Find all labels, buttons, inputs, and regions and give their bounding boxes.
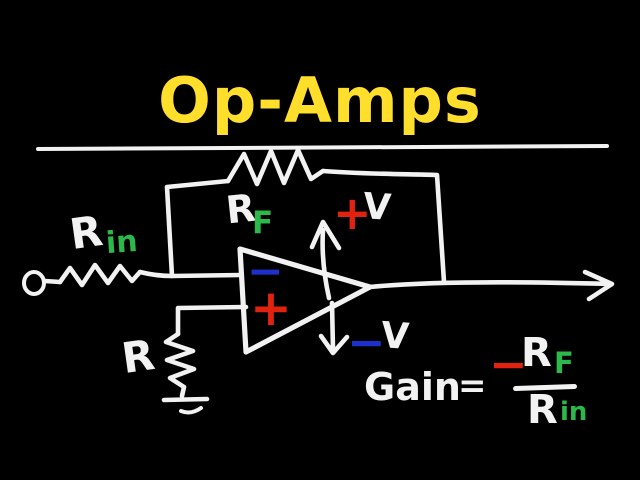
- input-resistor-zigzag: [57, 262, 143, 288]
- ground-resistor-label: R: [118, 329, 158, 384]
- feedback-resistor-subscript: F: [252, 205, 274, 241]
- page-title: Op-Amps: [158, 64, 482, 137]
- gain-formula-denominator: R: [527, 387, 558, 433]
- positive-supply-sign: +: [333, 186, 372, 240]
- gain-formula-negative-sign: −: [489, 337, 528, 391]
- ground-symbol-line: [161, 396, 210, 403]
- input-resistor-label: R: [66, 205, 106, 260]
- opamp-inverting-sign: −: [247, 246, 284, 297]
- negative-supply-letter: V: [379, 315, 411, 358]
- gain-formula-numerator-subscript: F: [554, 346, 574, 380]
- input-wire-right: [137, 269, 244, 279]
- opamp-triangle: [237, 246, 373, 355]
- input-wire-left: [42, 278, 63, 285]
- noninverting-input-wire: [175, 304, 249, 337]
- negative-supply-arrow: [318, 300, 350, 356]
- gain-formula-denominator-subscript: in: [560, 397, 588, 427]
- positive-supply-letter: V: [361, 186, 393, 229]
- output-arrowhead: [582, 269, 615, 302]
- feedback-wire-left: [164, 178, 231, 279]
- ground-symbol-tick: [179, 406, 203, 415]
- opamp-noninverting-sign: +: [250, 279, 292, 337]
- input-resistor-subscript: in: [104, 223, 139, 262]
- ground-resistor-zigzag: [163, 331, 197, 399]
- feedback-resistor-zigzag: [225, 147, 326, 187]
- input-terminal-circle: [22, 270, 46, 296]
- negative-supply-sign: −: [347, 315, 386, 369]
- positive-supply-arrow: [309, 219, 342, 301]
- gain-formula-numerator: R: [521, 330, 552, 376]
- output-wire: [367, 280, 613, 290]
- feedback-wire-right: [320, 168, 447, 285]
- title-underline: [36, 144, 609, 151]
- gain-formula-lhs: Gain: [364, 365, 461, 409]
- gain-formula-equals: =: [458, 366, 487, 406]
